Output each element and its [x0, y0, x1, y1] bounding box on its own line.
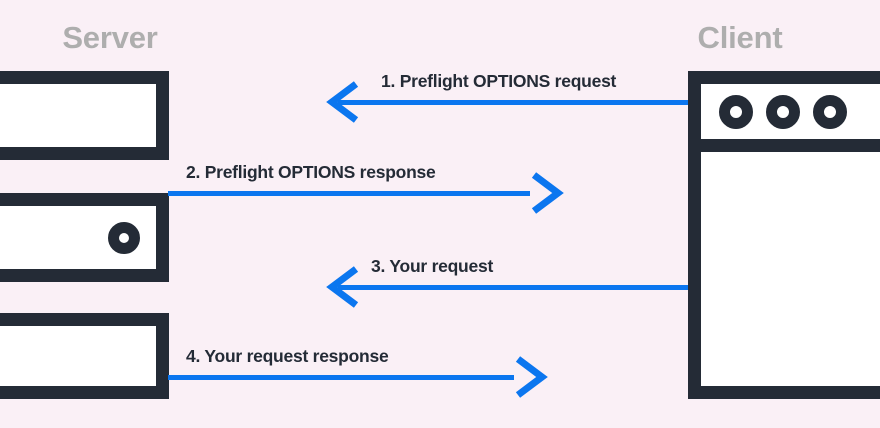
server-led-icon [108, 221, 140, 254]
server-rack-unit-3 [0, 313, 169, 399]
browser-dot-2-icon [766, 94, 800, 129]
browser-dot-3-icon [813, 94, 847, 129]
message-2-line [168, 191, 530, 196]
client-browser-viewport [701, 152, 880, 386]
message-4-label: 4. Your request response [186, 346, 389, 366]
server-rack-unit-1 [0, 71, 169, 160]
client-column-title: Client [697, 20, 783, 55]
message-1-label: 1. Preflight OPTIONS request [381, 71, 617, 91]
message-3-line [338, 285, 688, 290]
message-4-line [168, 375, 514, 380]
message-3-label: 3. Your request [371, 256, 494, 276]
server-rack-unit-2 [0, 193, 169, 282]
server-column-title: Server [62, 20, 158, 55]
message-2-label: 2. Preflight OPTIONS response [186, 162, 436, 182]
client-browser-titlebar [701, 84, 880, 152]
message-1-line [338, 100, 688, 105]
client-browser-window [688, 71, 880, 399]
browser-dot-1-icon [719, 94, 753, 129]
